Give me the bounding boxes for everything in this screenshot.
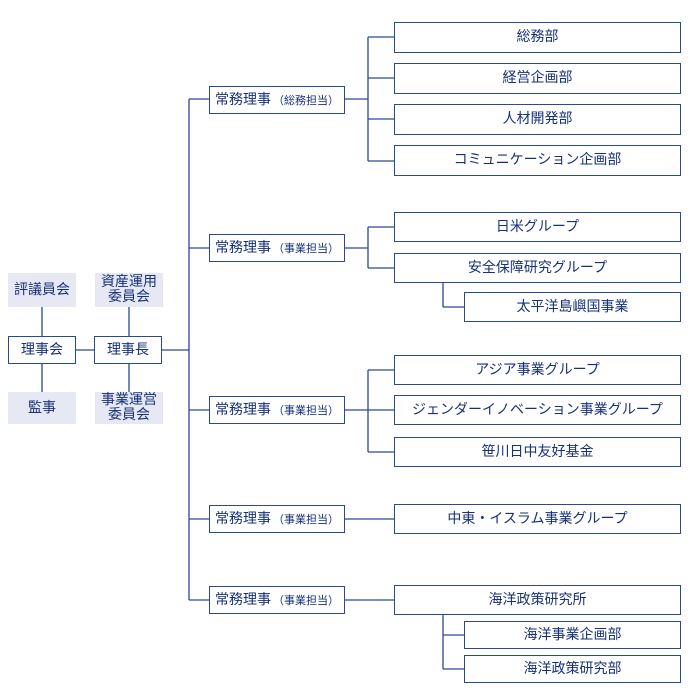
- dept-general-affairs: 総務部: [394, 22, 681, 53]
- dept-hr-development-label: 人材開発部: [502, 111, 573, 127]
- dept-business-planning-label: 経営企画部: [502, 70, 573, 86]
- dept-sasakawa-japan-china: 笹川日中友好基金: [394, 437, 681, 467]
- dept-general-affairs-label: 総務部: [516, 29, 559, 45]
- director-box-programs-4: 常務理事（事業担当）: [209, 586, 345, 614]
- dept-middle-east-islam-group: 中東・イスラム事業グループ: [394, 504, 681, 534]
- dept-middle-east-islam-group-label: 中東・イスラム事業グループ: [447, 510, 628, 527]
- dept-ocean-policy-research-label: 海洋政策研究部: [523, 660, 622, 677]
- dept-japan-us-group: 日米グループ: [394, 212, 681, 242]
- director-label: 常務理事: [215, 401, 271, 418]
- dept-communication-planning-label: コミュニケーション企画部: [453, 152, 622, 168]
- operations-committee-label-line2: 委員会: [108, 407, 150, 423]
- board-box: 理事会: [8, 336, 76, 364]
- dept-ocean-policy-institute: 海洋政策研究所: [394, 585, 681, 615]
- director-role: （事業担当）: [273, 403, 339, 417]
- dept-communication-planning: コミュニケーション企画部: [394, 145, 681, 176]
- board-label: 理事会: [21, 341, 63, 358]
- dept-gender-innovation-group-label: ジェンダーイノベーション事業グループ: [412, 401, 663, 418]
- auditor-box: 監事: [8, 392, 76, 424]
- auditor-label: 監事: [28, 399, 56, 416]
- dept-pacific-islands-label: 太平洋島嶼国事業: [516, 298, 629, 315]
- dept-security-research-group: 安全保障研究グループ: [394, 253, 681, 283]
- dept-ocean-planning-label: 海洋事業企画部: [523, 626, 622, 643]
- operations-committee-label-line1: 事業運営: [101, 392, 157, 408]
- director-role: （事業担当）: [273, 512, 339, 526]
- director-role: （総務担当）: [273, 93, 339, 107]
- dept-sasakawa-japan-china-label: 笹川日中友好基金: [481, 443, 594, 460]
- dept-asia-group: アジア事業グループ: [394, 355, 681, 385]
- dept-ocean-policy-research: 海洋政策研究部: [464, 655, 681, 683]
- council-label: 評議員会: [14, 281, 70, 298]
- asset-committee-box: 資産運用 委員会: [95, 273, 163, 307]
- operations-committee-box: 事業運営 委員会: [95, 392, 163, 424]
- director-box-general-affairs: 常務理事（総務担当）: [209, 86, 345, 114]
- dept-ocean-planning: 海洋事業企画部: [464, 621, 681, 649]
- director-label: 常務理事: [215, 510, 271, 527]
- director-label: 常務理事: [215, 591, 271, 608]
- dept-gender-innovation-group: ジェンダーイノベーション事業グループ: [394, 395, 681, 425]
- dept-ocean-policy-institute-label: 海洋政策研究所: [488, 591, 587, 608]
- dept-asia-group-label: アジア事業グループ: [475, 361, 600, 378]
- dept-pacific-islands: 太平洋島嶼国事業: [464, 292, 681, 322]
- council-box: 評議員会: [8, 273, 76, 307]
- dept-hr-development: 人材開発部: [394, 104, 681, 135]
- director-label: 常務理事: [215, 239, 271, 256]
- chairman-box: 理事長: [94, 336, 162, 364]
- dept-japan-us-group-label: 日米グループ: [495, 218, 580, 235]
- director-label: 常務理事: [215, 91, 271, 108]
- director-box-programs-1: 常務理事（事業担当）: [209, 234, 345, 262]
- director-role: （事業担当）: [273, 241, 339, 255]
- asset-committee-label-line2: 委員会: [108, 289, 150, 305]
- director-role: （事業担当）: [273, 593, 339, 607]
- director-box-programs-2: 常務理事（事業担当）: [209, 396, 345, 424]
- dept-security-research-group-label: 安全保障研究グループ: [467, 259, 608, 276]
- director-box-programs-3: 常務理事（事業担当）: [209, 505, 345, 533]
- dept-business-planning: 経営企画部: [394, 63, 681, 94]
- chairman-label: 理事長: [107, 341, 149, 358]
- asset-committee-label-line1: 資産運用: [101, 274, 157, 290]
